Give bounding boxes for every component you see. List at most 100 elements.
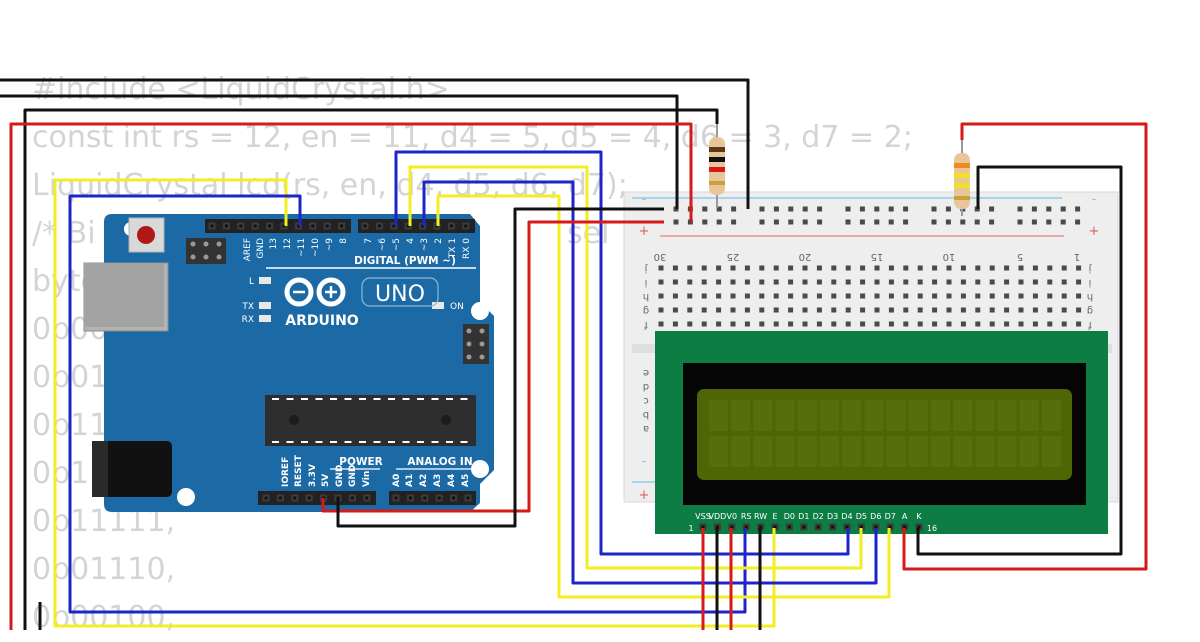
row-letter: f	[1088, 319, 1092, 330]
breadboard-hole	[673, 219, 679, 225]
breadboard-hole	[932, 321, 938, 327]
breadboard-hole	[730, 265, 736, 271]
led-on-label: ON	[450, 302, 464, 312]
breadboard-hole	[658, 265, 664, 271]
wire-yellow	[436, 194, 891, 599]
breadboard-hole	[716, 307, 722, 313]
breadboard-hole	[903, 265, 909, 271]
header-pin[interactable]	[462, 222, 470, 230]
header-pin[interactable]	[363, 494, 371, 502]
header-pin[interactable]	[276, 494, 284, 502]
breadboard-hole	[788, 279, 794, 285]
lcd-character-cell	[753, 400, 773, 431]
header-pin[interactable]	[262, 494, 270, 502]
breadboard-hole	[744, 265, 750, 271]
lcd-pin[interactable]	[800, 523, 808, 531]
pin-label: Vin	[362, 471, 372, 487]
breadboard-hole	[1018, 279, 1024, 285]
header-pin[interactable]	[421, 494, 429, 502]
header-pin[interactable]	[450, 494, 458, 502]
breadboard-hole	[658, 307, 664, 313]
header-pin[interactable]	[291, 494, 299, 502]
pin-label: A4	[447, 474, 457, 487]
breadboard-hole	[860, 279, 866, 285]
breadboard-hole	[1018, 265, 1024, 271]
breadboard-hole	[888, 321, 894, 327]
breadboard-minus-sign: -	[642, 192, 646, 206]
breadboard-hole	[845, 265, 851, 271]
breadboard-hole	[1031, 206, 1037, 212]
breadboard-hole	[903, 307, 909, 313]
header-pin[interactable]	[348, 494, 356, 502]
breadboard-hole	[831, 307, 837, 313]
lcd-pin[interactable]	[814, 523, 822, 531]
breadboard-hole	[960, 265, 966, 271]
pin-label: 5V	[321, 474, 331, 487]
breadboard-hole	[845, 321, 851, 327]
pin-label: 13	[269, 238, 279, 249]
breadboard-plus-sign: +	[639, 224, 650, 239]
header-pin[interactable]	[251, 222, 259, 230]
breadboard-hole	[759, 279, 765, 285]
header-pin[interactable]	[464, 494, 472, 502]
breadboard-hole	[716, 293, 722, 299]
lcd-character-cell	[842, 400, 862, 431]
breadboard-hole	[845, 219, 851, 225]
breadboard-hole	[1032, 321, 1038, 327]
lcd-pin-label: D2	[813, 512, 824, 521]
breadboard-hole	[845, 293, 851, 299]
lcd-pin-label: D5	[856, 512, 867, 521]
breadboard-hole	[730, 279, 736, 285]
led-l-label: L	[249, 277, 254, 287]
column-number: 15	[871, 251, 884, 262]
header-pin[interactable]	[208, 222, 216, 230]
icsp-header	[186, 238, 226, 264]
breadboard-hole	[888, 206, 894, 212]
lcd-pin[interactable]	[785, 523, 793, 531]
header-pin[interactable]	[323, 222, 331, 230]
breadboard-hole	[788, 265, 794, 271]
breadboard-hole	[1004, 321, 1010, 327]
breadboard-hole	[1076, 293, 1082, 299]
lcd-pin[interactable]	[829, 523, 837, 531]
breadboard-hole	[888, 265, 894, 271]
lcd-character-cell	[953, 436, 973, 467]
breadboard-hole	[946, 307, 952, 313]
header-pin[interactable]	[375, 222, 383, 230]
breadboard-hole	[1075, 219, 1081, 225]
header-pin[interactable]	[406, 494, 414, 502]
breadboard-hole	[759, 206, 765, 212]
breadboard-hole	[960, 321, 966, 327]
wire-yellow	[408, 165, 863, 570]
breadboard-plus-sign: +	[1089, 224, 1100, 239]
header-pin[interactable]	[435, 494, 443, 502]
lcd-character-cell	[1019, 400, 1039, 431]
lcd-character-cell	[864, 400, 884, 431]
breadboard-hole	[1076, 265, 1082, 271]
header-pin[interactable]	[392, 494, 400, 502]
breadboard-hole	[788, 206, 794, 212]
breadboard-hole	[773, 321, 779, 327]
breadboard-hole	[845, 279, 851, 285]
wire-black	[0, 78, 750, 209]
breadboard-hole	[802, 279, 808, 285]
lcd-character-cell	[975, 400, 995, 431]
breadboard-hole	[1047, 279, 1053, 285]
column-number: 25	[727, 251, 740, 262]
header-pin[interactable]	[309, 222, 317, 230]
row-letter: j	[1089, 263, 1093, 274]
row-letter: j	[645, 263, 649, 274]
header-pin[interactable]	[222, 222, 230, 230]
header-pin[interactable]	[305, 494, 313, 502]
pin-label: 7	[364, 238, 374, 244]
header-pin[interactable]	[338, 222, 346, 230]
code-line: 0b1	[32, 456, 90, 491]
header-pin[interactable]	[237, 222, 245, 230]
header-pin[interactable]	[361, 222, 369, 230]
header-pin[interactable]	[266, 222, 274, 230]
header-pin[interactable]	[447, 222, 455, 230]
breadboard-plus-sign: +	[639, 488, 650, 503]
lcd-pin-label: RS	[741, 512, 752, 521]
lcd-pin-label: A	[902, 512, 908, 521]
wire-red	[902, 122, 1148, 571]
